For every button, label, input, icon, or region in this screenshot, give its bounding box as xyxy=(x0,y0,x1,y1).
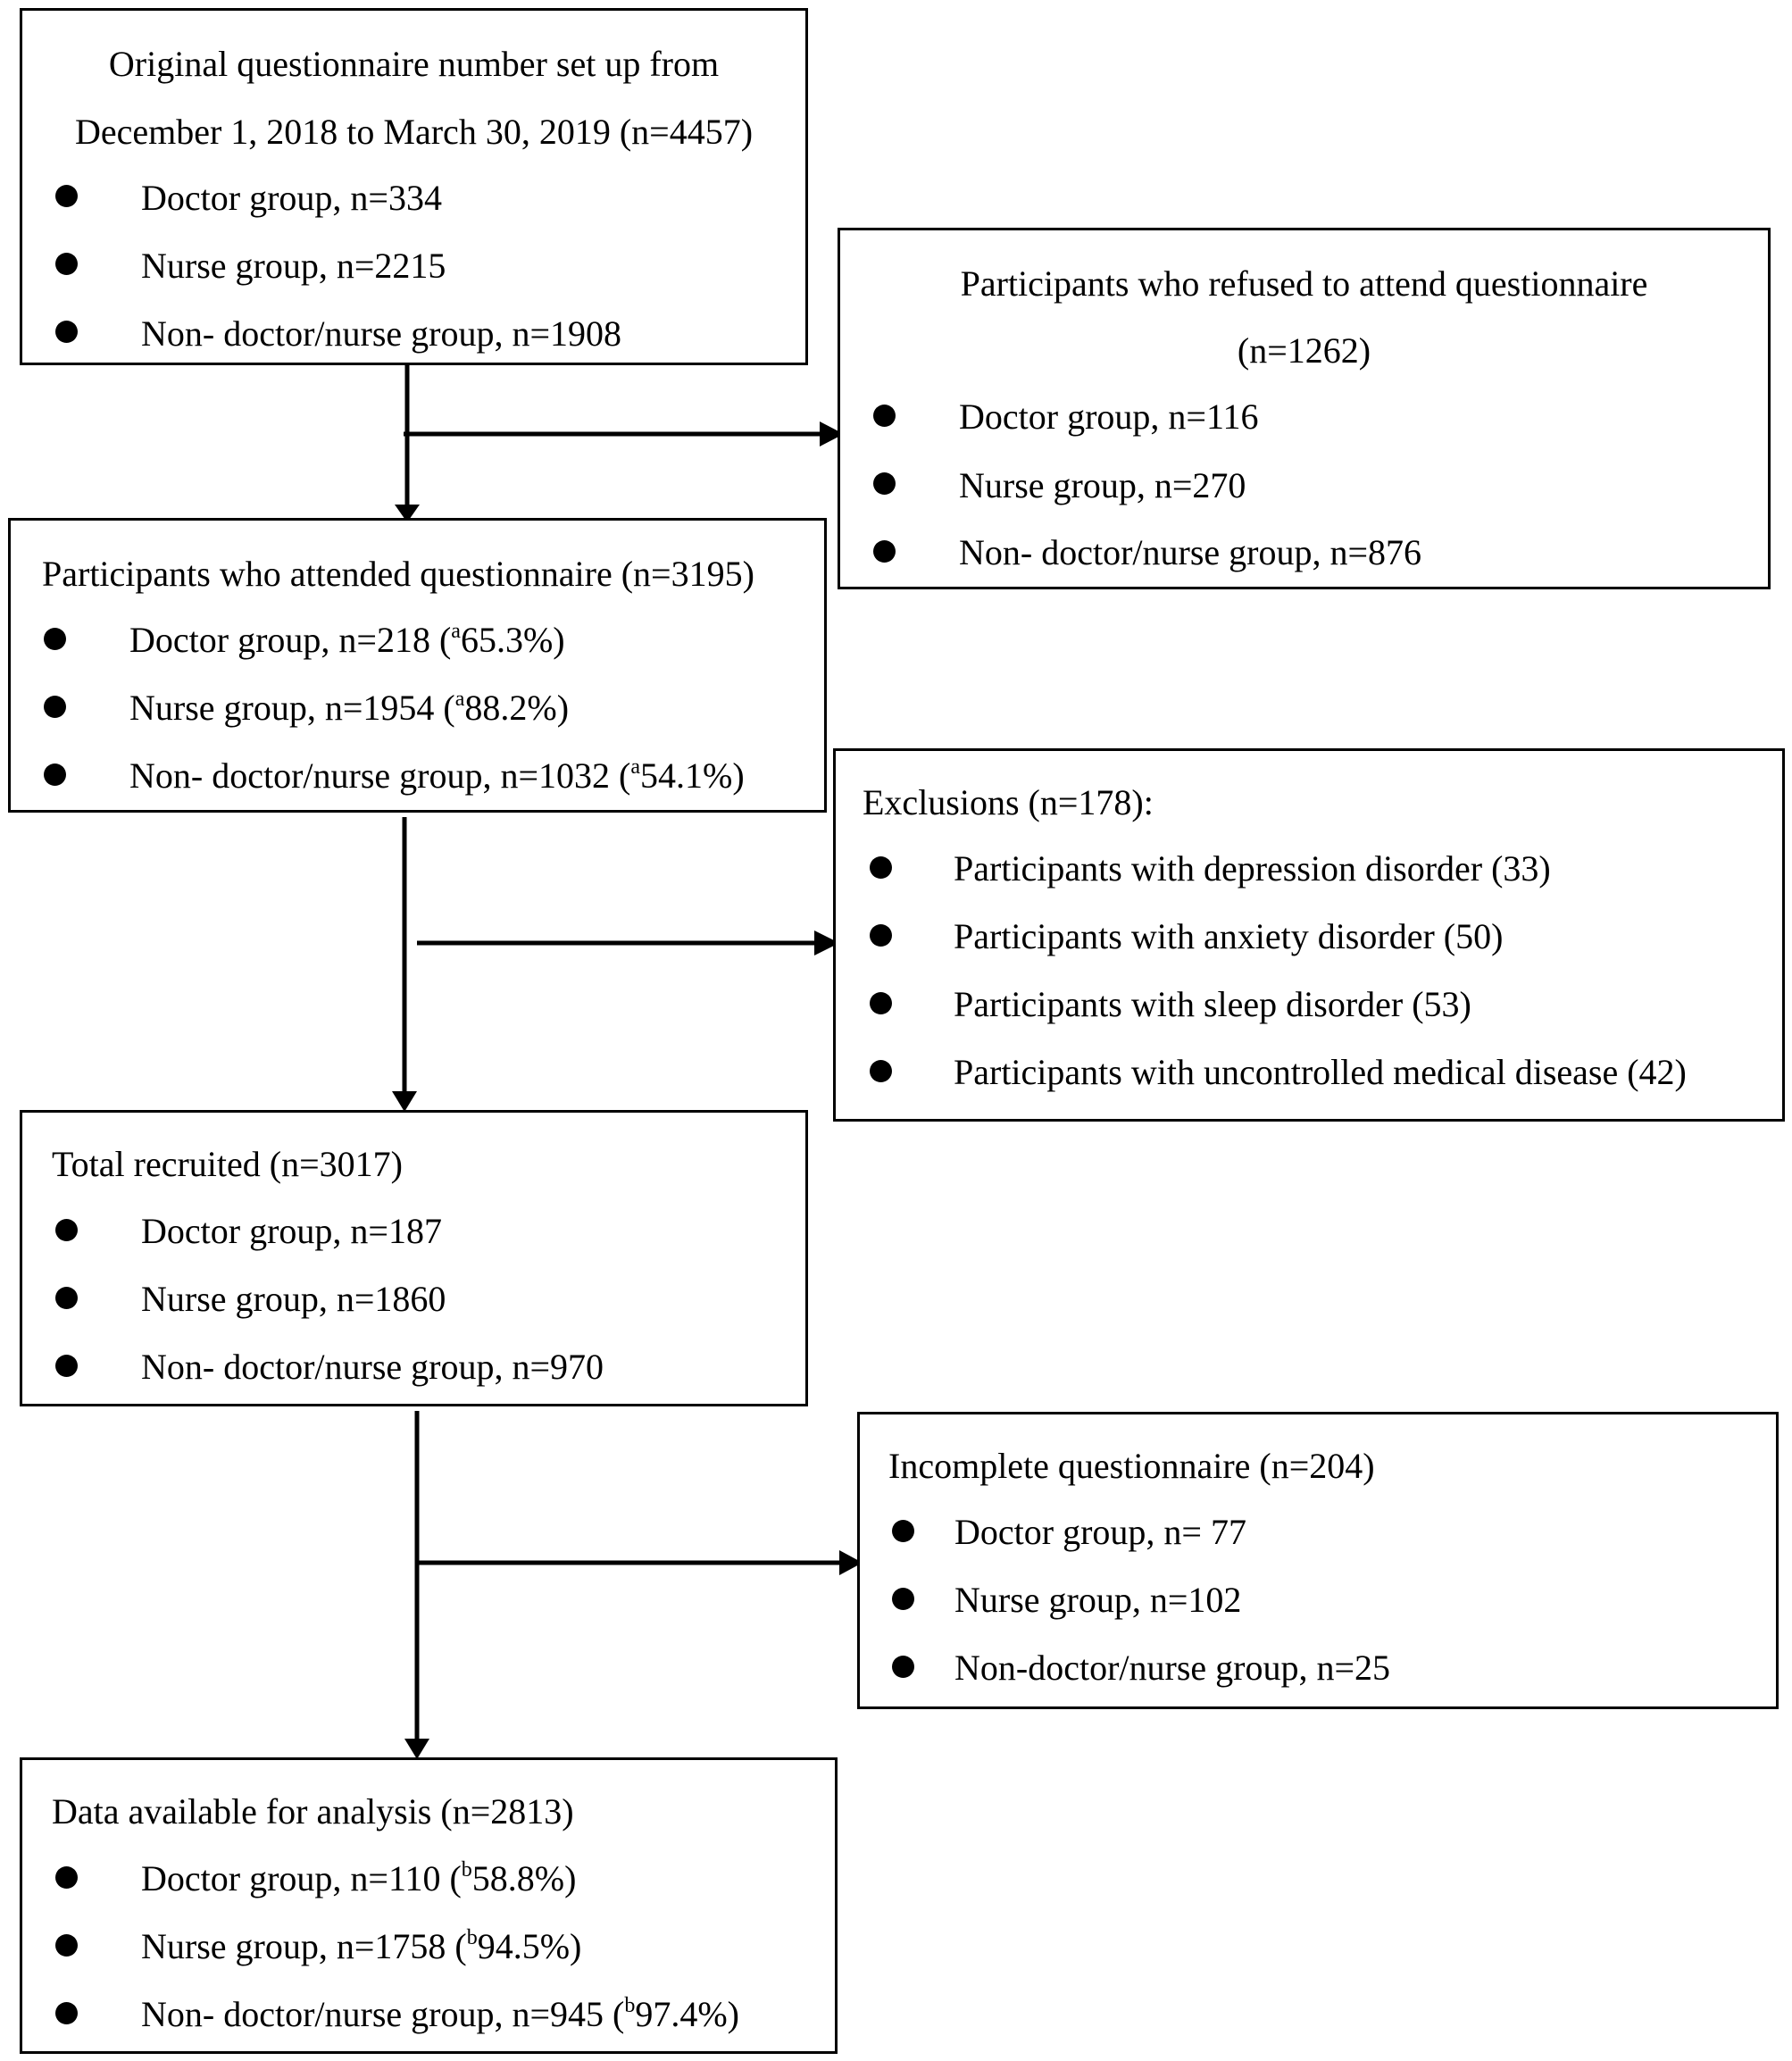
recruited-item-nurse: Nurse group, n=1860 xyxy=(141,1279,446,1319)
attended-item-doctor: Doctor group, n=218 (a65.3%) xyxy=(129,620,565,660)
analysis-item-nurse: Nurse group, n=1758 (b94.5%) xyxy=(141,1926,582,1966)
bullet-icon xyxy=(55,1934,78,1957)
analysis-item-nondoctor-text: Non- doctor/nurse group, n=945 ( xyxy=(141,1994,625,2034)
exclusions-item-sleep: Participants with sleep disorder (53) xyxy=(954,984,1471,1024)
analysis-item-nondoctor-pct: 97.4%) xyxy=(635,1994,739,2034)
bullet-icon xyxy=(44,628,66,650)
bullet-icon xyxy=(870,924,892,947)
bullet-icon xyxy=(55,1866,78,1889)
bullet-icon xyxy=(44,763,66,786)
bullet-icon xyxy=(873,540,896,563)
attended-item-nondoctor-pct: 54.1%) xyxy=(640,755,745,796)
attended-item-doctor-sup: a xyxy=(451,620,461,643)
recruited-title: Total recruited (n=3017) xyxy=(52,1144,403,1184)
original-item-nondoctor: Non- doctor/nurse group, n=1908 xyxy=(141,313,622,354)
attended-item-nurse-text: Nurse group, n=1954 ( xyxy=(129,688,455,728)
bullet-icon xyxy=(55,1287,78,1309)
original-item-nurse: Nurse group, n=2215 xyxy=(141,246,446,286)
bullet-icon xyxy=(873,405,896,427)
analysis-item-nurse-pct: 94.5%) xyxy=(477,1926,582,1966)
incomplete-title: Incomplete questionnaire (n=204) xyxy=(888,1446,1375,1486)
bullet-icon xyxy=(55,1219,78,1241)
attended-item-nondoctor-sup: a xyxy=(630,755,641,779)
bullet-icon xyxy=(55,185,78,207)
attended-item-nondoctor: Non- doctor/nurse group, n=1032 (a54.1%) xyxy=(129,755,745,796)
original-questionnaire-box: Original questionnaire number set up fro… xyxy=(20,8,808,365)
refused-questionnaire-box: Participants who refused to attend quest… xyxy=(838,228,1771,589)
attended-questionnaire-box: Participants who attended questionnaire … xyxy=(8,518,827,813)
attended-item-nurse: Nurse group, n=1954 (a88.2%) xyxy=(129,688,570,728)
incomplete-questionnaire-box: Incomplete questionnaire (n=204) Doctor … xyxy=(857,1412,1779,1709)
bullet-icon xyxy=(870,992,892,1014)
attended-item-nondoctor-text: Non- doctor/nurse group, n=1032 ( xyxy=(129,755,631,796)
original-title-line1: Original questionnaire number set up fro… xyxy=(108,44,720,84)
analysis-item-doctor-text: Doctor group, n=110 ( xyxy=(141,1858,462,1898)
bullet-icon xyxy=(870,856,892,879)
data-available-box: Data available for analysis (n=2813) Doc… xyxy=(20,1757,838,2054)
refused-item-doctor: Doctor group, n=116 xyxy=(959,396,1259,437)
total-recruited-box: Total recruited (n=3017) Doctor group, n… xyxy=(20,1110,808,1406)
bullet-icon xyxy=(892,1656,914,1678)
attended-title: Participants who attended questionnaire … xyxy=(42,554,754,594)
exclusions-title: Exclusions (n=178): xyxy=(863,782,1154,822)
incomplete-item-nondoctor: Non-doctor/nurse group, n=25 xyxy=(954,1648,1391,1688)
bullet-icon xyxy=(892,1520,914,1542)
exclusions-item-depression: Participants with depression disorder (3… xyxy=(954,848,1551,889)
bullet-icon xyxy=(55,321,78,343)
refused-title-line2: (n=1262) xyxy=(1237,330,1371,371)
attended-item-doctor-text: Doctor group, n=218 ( xyxy=(129,620,452,660)
bullet-icon xyxy=(55,253,78,275)
bullet-icon xyxy=(55,2002,78,2024)
original-title-line2: December 1, 2018 to March 30, 2019 (n=44… xyxy=(74,112,754,152)
analysis-item-nondoctor: Non- doctor/nurse group, n=945 (b97.4%) xyxy=(141,1994,739,2034)
bullet-icon xyxy=(870,1060,892,1082)
bullet-icon xyxy=(873,472,896,495)
recruited-item-doctor: Doctor group, n=187 xyxy=(141,1211,442,1251)
exclusions-item-medical: Participants with uncontrolled medical d… xyxy=(954,1052,1687,1092)
analysis-item-nurse-text: Nurse group, n=1758 ( xyxy=(141,1926,467,1966)
incomplete-item-doctor: Doctor group, n= 77 xyxy=(954,1512,1246,1552)
analysis-item-doctor-pct: 58.8%) xyxy=(471,1858,577,1898)
analysis-item-doctor: Doctor group, n=110 (b58.8%) xyxy=(141,1858,577,1898)
bullet-icon xyxy=(44,696,66,718)
analysis-item-nurse-sup: b xyxy=(466,1926,478,1949)
original-item-doctor: Doctor group, n=334 xyxy=(141,178,442,218)
exclusions-box: Exclusions (n=178): Participants with de… xyxy=(833,748,1785,1122)
refused-title-line1: Participants who refused to attend quest… xyxy=(960,263,1648,304)
attended-item-nurse-sup: a xyxy=(454,688,465,711)
refused-item-nondoctor: Non- doctor/nurse group, n=876 xyxy=(959,532,1422,572)
analysis-item-doctor-sup: b xyxy=(461,1858,472,1882)
attended-item-doctor-pct: 65.3%) xyxy=(460,620,565,660)
bullet-icon xyxy=(55,1355,78,1377)
exclusions-item-anxiety: Participants with anxiety disorder (50) xyxy=(954,916,1504,956)
recruited-item-nondoctor: Non- doctor/nurse group, n=970 xyxy=(141,1347,604,1387)
analysis-item-nondoctor-sup: b xyxy=(624,1994,636,2017)
bullet-icon xyxy=(892,1588,914,1610)
incomplete-item-nurse: Nurse group, n=102 xyxy=(954,1580,1242,1620)
analysis-title: Data available for analysis (n=2813) xyxy=(52,1791,574,1832)
refused-item-nurse: Nurse group, n=270 xyxy=(959,465,1246,505)
attended-item-nurse-pct: 88.2%) xyxy=(464,688,570,728)
